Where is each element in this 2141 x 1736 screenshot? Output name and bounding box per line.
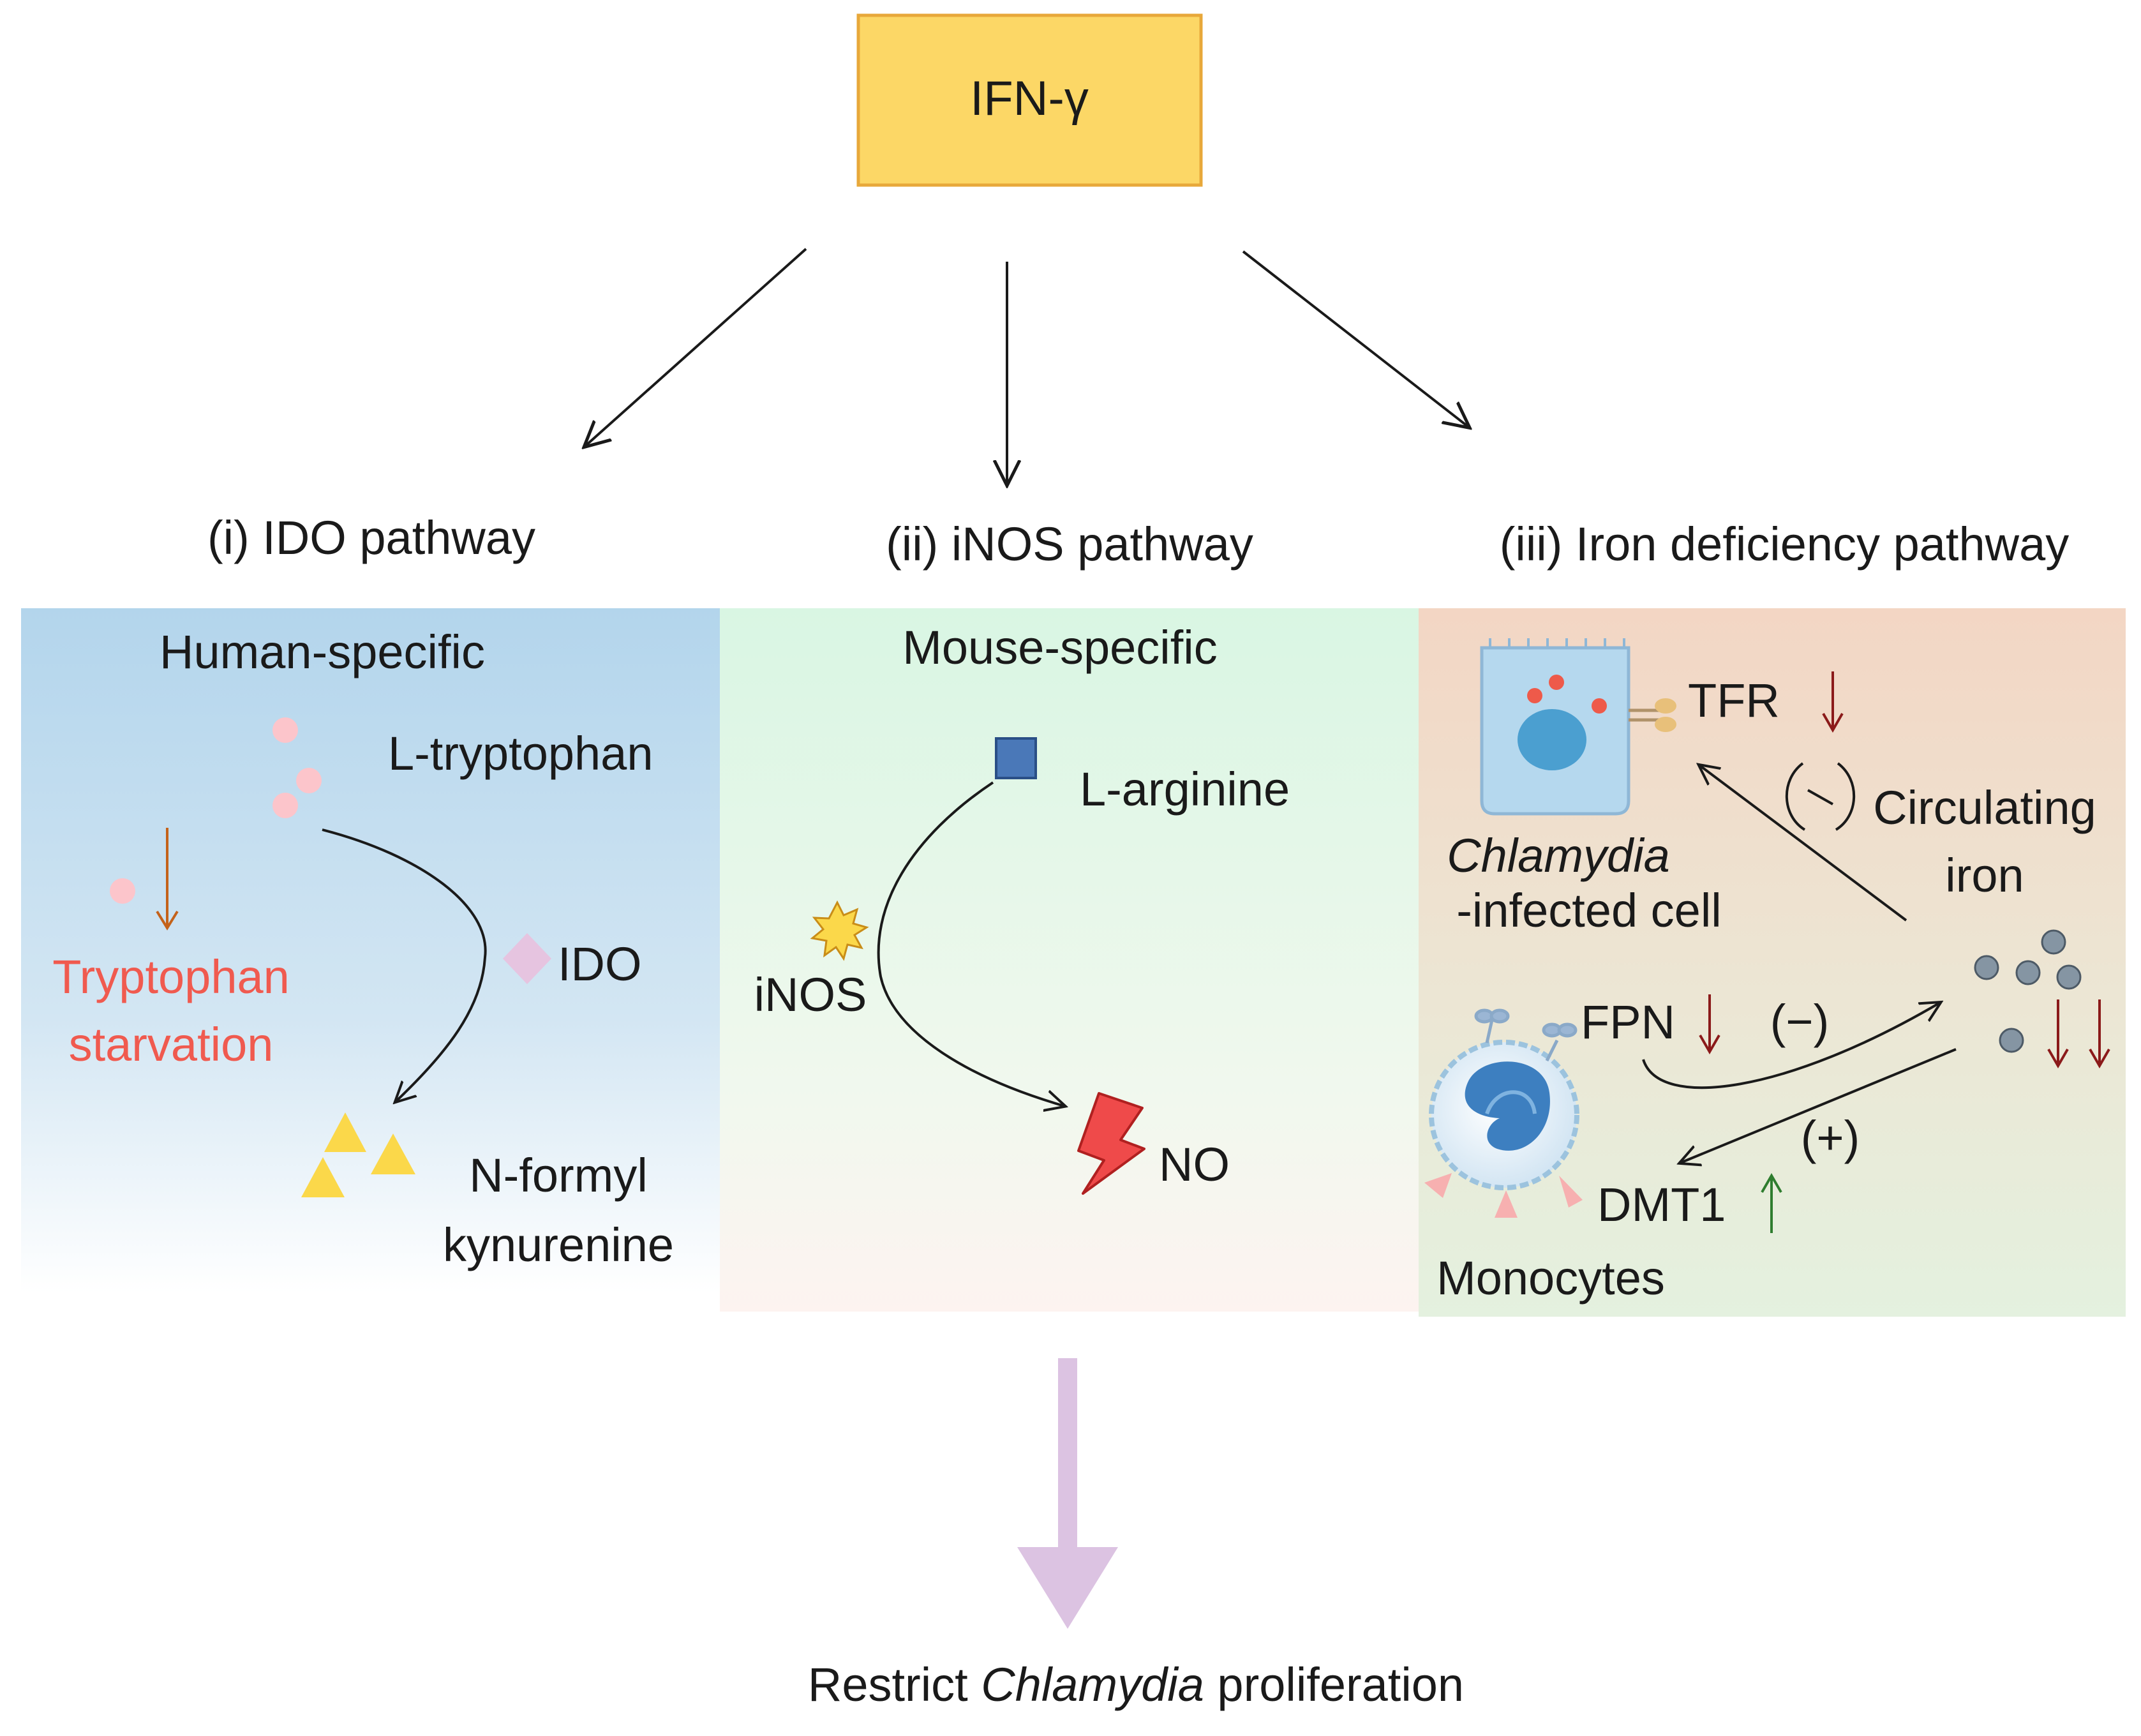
- inhibition-sign-tfr: [1785, 762, 1856, 831]
- infected-cell-label-line1: Chlamydia: [1447, 829, 1670, 882]
- arrow-to-iron: [1242, 250, 1468, 426]
- inos-enzyme-icon: [810, 900, 869, 961]
- infected-cell-label-line2: -infected cell: [1456, 884, 1721, 937]
- iron-particles-icon: [1974, 929, 2082, 1053]
- fpn-decrease-arrowhead: [1699, 1035, 1720, 1055]
- l-tryptophan-label: L-tryptophan: [388, 727, 653, 780]
- no-label: NO: [1159, 1138, 1230, 1191]
- inos-species-label: Mouse-specific: [902, 621, 1218, 674]
- transferrin-receptor-icon: [1629, 698, 1676, 732]
- ido-panel: [21, 608, 720, 1293]
- monocytes-label: Monocytes: [1436, 1252, 1665, 1305]
- outcome-arrow: [1017, 1358, 1118, 1629]
- fpn-label: FPN: [1581, 996, 1675, 1049]
- ido-enzyme-icon: [503, 933, 551, 984]
- l-arginine-molecule-icon: [995, 737, 1037, 779]
- circulating-label: Circulating: [1873, 781, 2096, 834]
- fpn-export-arrow: [1642, 1003, 1940, 1089]
- iron-pathway-title: (iii) Iron deficiency pathway: [1500, 518, 2069, 571]
- tfr-decrease-arrowhead: [1822, 713, 1844, 733]
- kynurenine-label: kynurenine: [443, 1218, 674, 1271]
- dmt1-import-arrow: [1680, 1048, 1957, 1163]
- inos-reaction-arrow: [877, 781, 1064, 1106]
- inos-pathway-title: (ii) iNOS pathway: [886, 518, 1253, 571]
- ido-species-label: Human-specific: [160, 625, 485, 678]
- n-formyl-label: N-formyl: [469, 1149, 648, 1202]
- ifn-gamma-box: [856, 13, 1203, 187]
- kynurenine-molecules-icon: [301, 1112, 415, 1197]
- monocyte-icon: [1424, 1008, 1583, 1218]
- iron-label: iron: [1945, 849, 2024, 902]
- outcome-label: Restrict Chlamydia proliferation: [808, 1658, 1464, 1711]
- tryptophan-single-molecule-icon: [110, 878, 135, 904]
- inos-panel: [720, 608, 1419, 1312]
- tryptophan-molecules-icon: [272, 717, 322, 818]
- ido-pathway-title: (i) IDO pathway: [207, 511, 535, 564]
- arrow-to-ido: [586, 248, 807, 445]
- l-arginine-label: L-arginine: [1080, 763, 1290, 816]
- dmt1-label: DMT1: [1597, 1178, 1726, 1231]
- dmt1-increase-arrowhead: [1761, 1172, 1782, 1193]
- tfr-label: TFR: [1688, 674, 1780, 727]
- tryptophan-starvation-line1: Tryptophan: [52, 950, 290, 1003]
- iron-decrease-arrowhead-1: [2047, 1049, 2069, 1069]
- dmt1-sign: (+): [1801, 1111, 1860, 1164]
- tryptophan-decrease-arrowhead: [156, 910, 179, 931]
- ido-enzyme-label: IDO: [558, 938, 642, 991]
- iron-decrease-arrowhead-2: [2089, 1049, 2110, 1069]
- infected-cell-icon: [1480, 638, 1630, 816]
- ido-reaction-arrow: [322, 828, 487, 1102]
- ifn-gamma-label: IFN-γ: [970, 71, 1089, 126]
- fpn-sign: (−): [1770, 995, 1830, 1048]
- tryptophan-starvation-line2: starvation: [69, 1018, 274, 1071]
- nitric-oxide-bolt-icon: [1077, 1092, 1145, 1195]
- inos-enzyme-label: iNOS: [754, 968, 867, 1021]
- iron-to-cell-arrow: [1699, 765, 1907, 922]
